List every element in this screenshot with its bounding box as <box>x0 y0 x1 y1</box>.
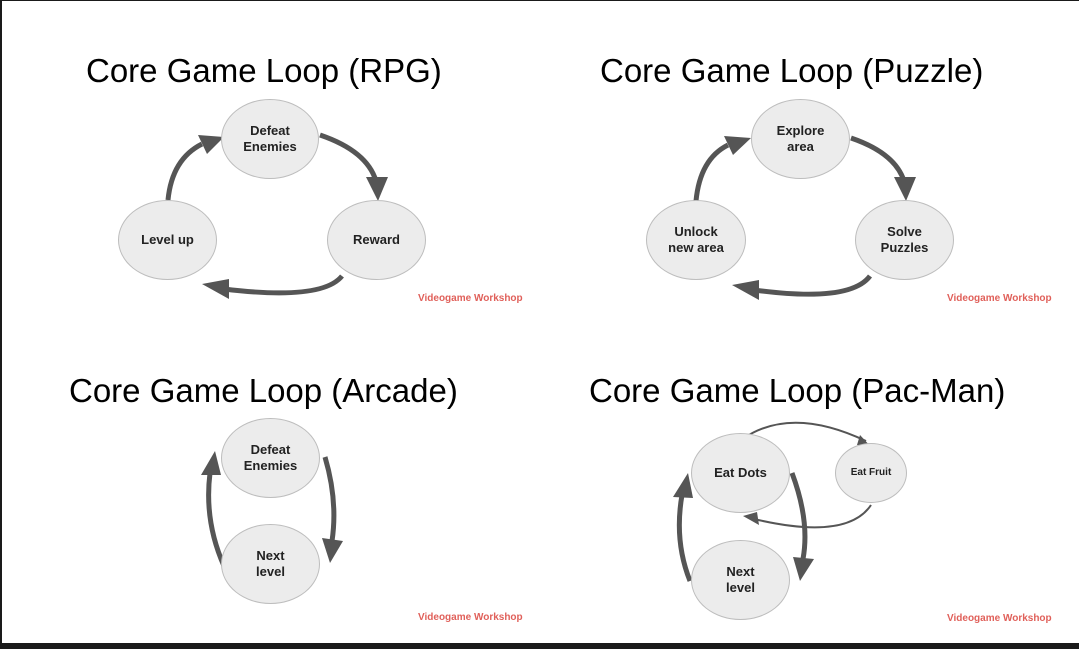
rpg-node-defeat-enemies: Defeat Enemies <box>221 99 319 179</box>
puzzle-arrowhead-explore <box>724 136 751 155</box>
node-label: Level up <box>141 232 194 248</box>
rpg-title: Core Game Loop (RPG) <box>86 52 442 89</box>
arcade-arrowhead-next <box>322 538 343 563</box>
pacman-credit: Videogame Workshop <box>947 613 1052 624</box>
node-label: Eat Fruit <box>850 467 892 478</box>
node-label: Solve Puzzles <box>880 224 929 255</box>
pacman-arrowhead-eatdots-up <box>673 473 693 498</box>
node-label: Reward <box>353 232 400 248</box>
pacman-node-eat-dots: Eat Dots <box>691 433 790 513</box>
pacman-arrow-next-to-eatdots <box>676 494 693 582</box>
pacman-arrowhead-next <box>793 557 814 581</box>
arcade-credit: Videogame Workshop <box>418 612 523 623</box>
puzzle-node-solve-puzzles: Solve Puzzles <box>855 200 954 280</box>
puzzle-arrows <box>693 135 916 300</box>
rpg-arrow-defeat-to-reward <box>319 132 379 182</box>
pacman-arrow-eatdots-to-fruit <box>743 421 867 442</box>
pacman-arrow-fruit-to-eatdots <box>753 504 872 529</box>
pacman-arrowhead-eatdots <box>743 512 759 525</box>
rpg-credit: Videogame Workshop <box>418 293 523 304</box>
puzzle-arrow-explore-to-solve <box>850 135 907 182</box>
rpg-arrow-levelup-to-defeat <box>165 141 204 201</box>
puzzle-arrowhead-solve <box>894 177 916 201</box>
arcade-node-defeat-enemies: Defeat Enemies <box>221 418 320 498</box>
node-label: Defeat Enemies <box>243 442 298 473</box>
rpg-arrows <box>165 132 388 299</box>
puzzle-credit: Videogame Workshop <box>947 293 1052 304</box>
puzzle-arrow-unlock-to-explore <box>693 142 730 202</box>
node-label: Explore area <box>776 123 825 154</box>
arcade-node-next-level: Next level <box>221 524 320 604</box>
node-label: Next level <box>726 564 755 595</box>
rpg-node-level-up: Level up <box>118 200 217 280</box>
node-label: Next level <box>256 548 285 579</box>
node-label: Eat Dots <box>714 465 767 481</box>
node-label: Defeat Enemies <box>243 123 297 154</box>
arcade-arrows <box>201 451 343 568</box>
rpg-node-reward: Reward <box>327 200 426 280</box>
arcade-title: Core Game Loop (Arcade) <box>69 372 458 409</box>
puzzle-arrow-solve-to-unlock <box>753 274 873 297</box>
arcade-arrow-defeat-to-next <box>322 456 337 542</box>
puzzle-arrowhead-unlock <box>732 280 759 300</box>
rpg-arrowhead-defeat <box>198 135 224 154</box>
arcade-arrowhead-defeat <box>201 451 221 475</box>
puzzle-node-explore-area: Explore area <box>751 99 850 179</box>
pacman-arrows <box>673 421 872 582</box>
rpg-arrowhead-levelup <box>202 279 229 299</box>
puzzle-node-unlock-new-area: Unlock new area <box>646 200 746 280</box>
node-label: Unlock new area <box>668 224 724 255</box>
rpg-arrowhead-reward <box>366 177 388 201</box>
pacman-arrow-eatdots-to-next <box>789 472 808 560</box>
pacman-title: Core Game Loop (Pac-Man) <box>589 372 1006 409</box>
puzzle-title: Core Game Loop (Puzzle) <box>600 52 984 89</box>
pacman-node-next-level: Next level <box>691 540 790 620</box>
arcade-arrow-next-to-defeat <box>206 472 227 568</box>
pacman-node-eat-fruit: Eat Fruit <box>835 443 907 503</box>
rpg-arrow-reward-to-levelup <box>223 274 344 296</box>
